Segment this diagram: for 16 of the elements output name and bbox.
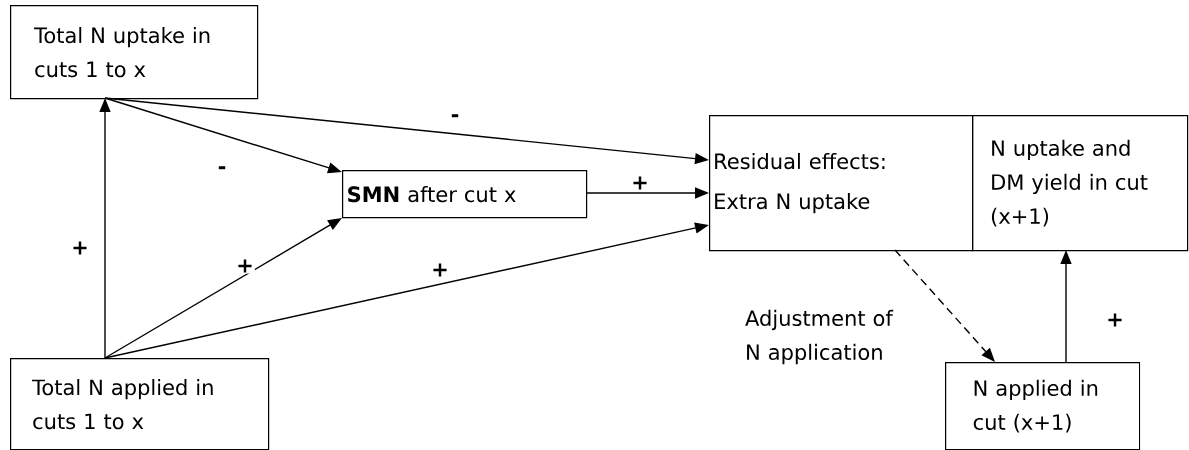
edge-label: + (430, 262, 450, 278)
edge-label: + (630, 175, 650, 191)
text-box: Total N uptake in cuts 1 to x (10, 5, 259, 100)
text-box: SMN after cut x (342, 170, 588, 219)
edge-label: - (216, 165, 228, 175)
text-box: Total N applied in cuts 1 to x (10, 358, 270, 450)
edge-label: + (235, 258, 255, 274)
arrow (104, 218, 342, 359)
edge-label: + (70, 240, 90, 256)
edge-label: - (449, 113, 461, 123)
edge-label: Adjustment of N application (744, 308, 906, 366)
text-box: N applied in cut (x+1) (945, 362, 1141, 450)
arrow (894, 249, 995, 362)
text-box: Residual effects: Extra N uptake (709, 115, 974, 252)
text-box: N uptake and DM yield in cut (x+1) (972, 115, 1189, 252)
edge-label: + (1105, 312, 1125, 328)
